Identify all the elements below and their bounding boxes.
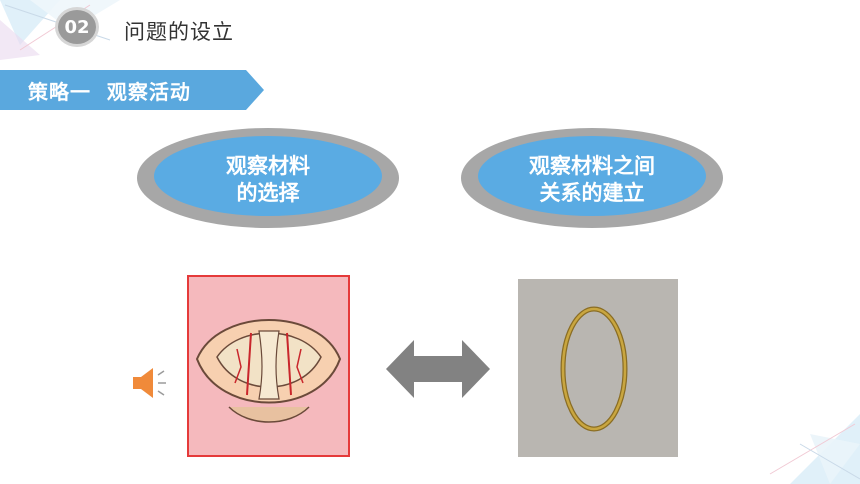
vocal-cords-illustration bbox=[187, 275, 350, 457]
card-1-line-2: 的选择 bbox=[236, 181, 300, 205]
card-material-selection-text: 观察材料 的选择 bbox=[158, 153, 378, 207]
card-1-line-1: 观察材料 bbox=[226, 154, 310, 178]
card-material-relation-text: 观察材料之间 关系的建立 bbox=[482, 153, 702, 207]
section-title: 问题的设立 bbox=[124, 20, 234, 44]
card-material-selection bbox=[137, 128, 399, 228]
strategy-banner bbox=[0, 70, 264, 110]
rubber-band-drawing bbox=[560, 306, 628, 432]
card-material-relation bbox=[461, 128, 723, 228]
speaker-icon[interactable] bbox=[131, 366, 169, 400]
card-2-line-1: 观察材料之间 bbox=[529, 154, 655, 178]
corner-decoration-bottom-right bbox=[769, 414, 860, 484]
double-arrow-icon bbox=[386, 340, 490, 398]
card-2-line-2: 关系的建立 bbox=[539, 181, 645, 205]
vocal-cords-drawing bbox=[195, 319, 342, 423]
section-number-badge: 02 bbox=[55, 7, 99, 47]
rubber-band-photo bbox=[518, 279, 678, 457]
strategy-banner-label: 策略一 观察活动 bbox=[28, 80, 191, 104]
